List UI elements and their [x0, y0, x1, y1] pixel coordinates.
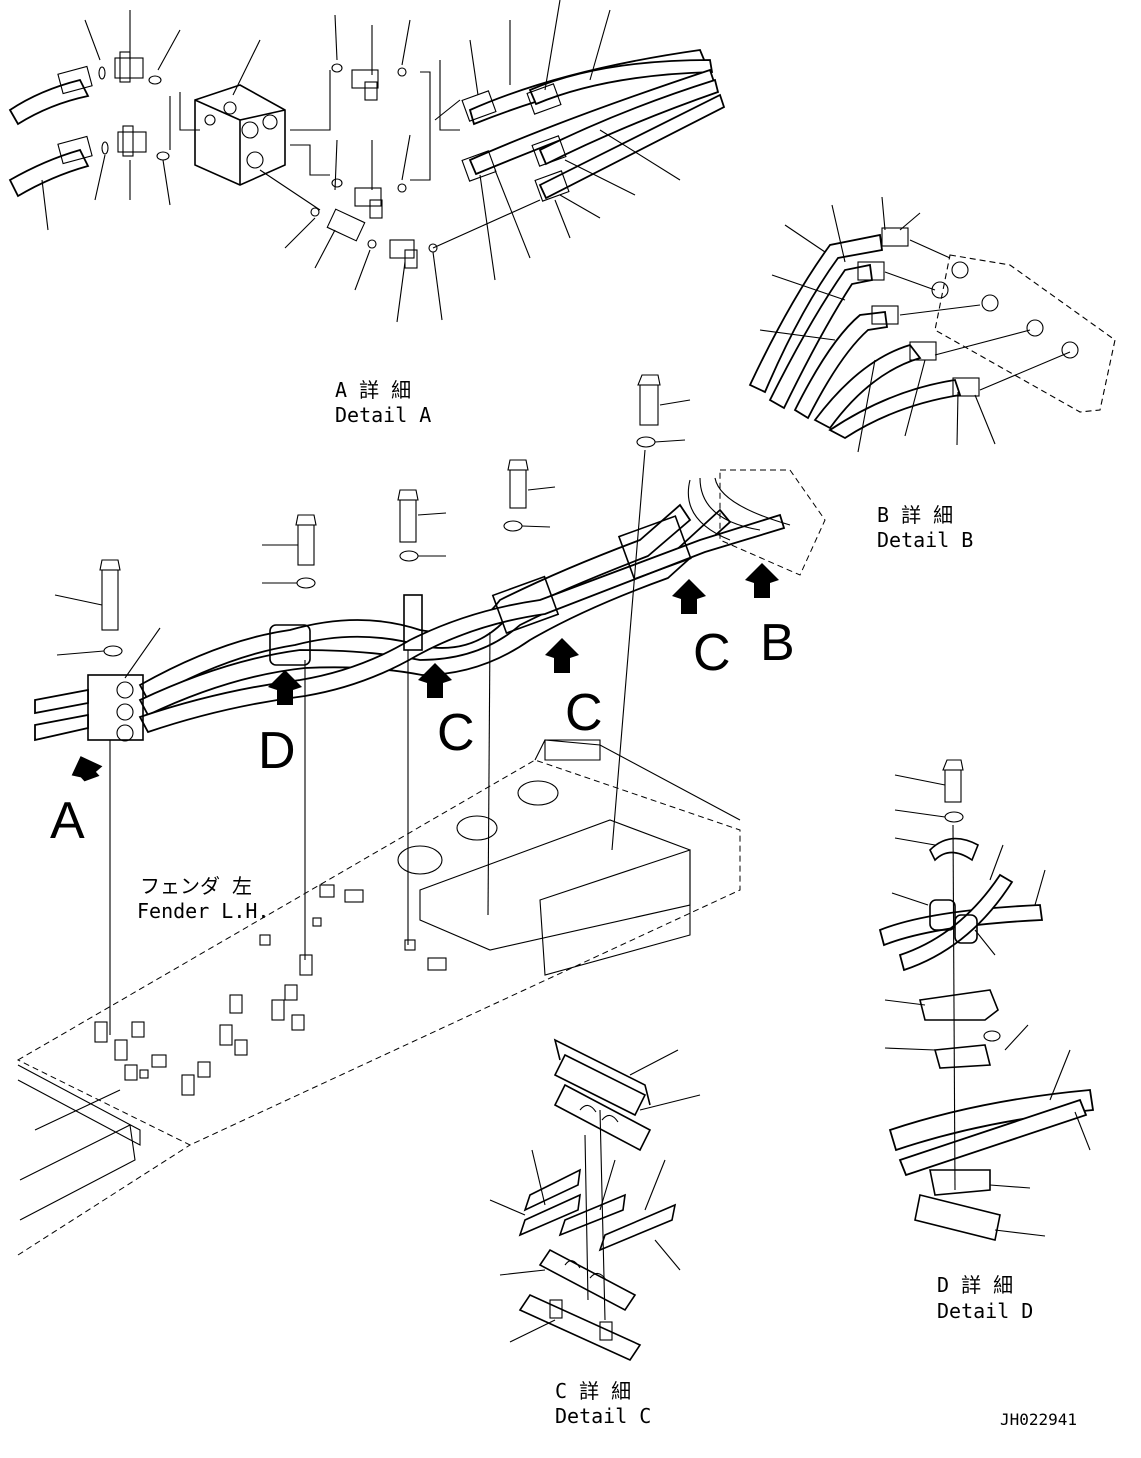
arrow-label-a: A [50, 792, 85, 850]
fender-label-jp: フェンダ 左 [140, 874, 252, 898]
detail-d-title-en: Detail D [937, 1299, 1033, 1323]
arrow-label-b: B [760, 614, 795, 672]
fender-drawing [16, 739, 741, 1256]
detail-c-drawing [489, 1038, 701, 1362]
detail-a-title-jp: A 詳 細 [335, 378, 411, 402]
detail-d-title-jp: D 詳 細 [937, 1273, 1013, 1297]
detail-c-title-en: Detail C [555, 1404, 651, 1428]
arrow-label-c1: C [437, 704, 475, 762]
detail-a-title-en: Detail A [335, 403, 431, 427]
arrow-label-d: D [258, 722, 296, 780]
detail-d-drawing [878, 759, 1095, 1241]
detail-b-title-en: Detail B [877, 528, 973, 552]
drawing-number: JH022941 [1000, 1410, 1077, 1429]
arrow-label-c2: C [565, 684, 603, 742]
main-hose-assembly [34, 374, 826, 1035]
detail-c-title-jp: C 詳 細 [555, 1379, 631, 1403]
detail-a-drawing [8, 0, 726, 323]
detail-b-title-jp: B 詳 細 [877, 503, 953, 527]
direction-arrows [71, 563, 779, 782]
arrow-label-c3: C [693, 624, 731, 682]
detail-b-drawing [748, 196, 1116, 453]
fender-label-en: Fender L.H. [137, 899, 269, 923]
